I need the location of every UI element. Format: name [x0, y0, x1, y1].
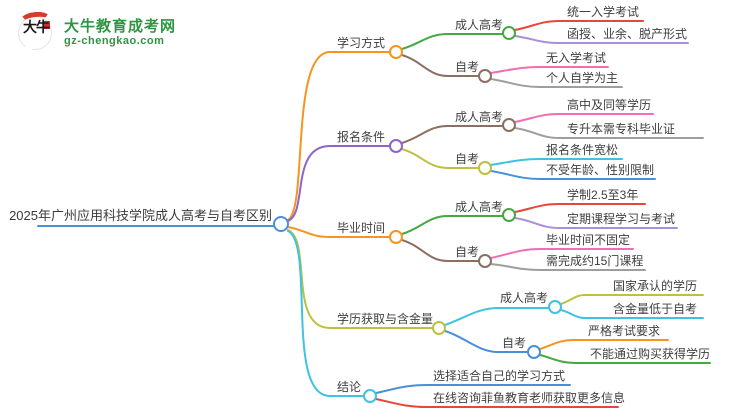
child-registration-zikao: 自考: [455, 152, 480, 166]
node-degree-chengkao: [548, 300, 562, 314]
edge-leaf-no-age-gender-limit: [490, 170, 656, 180]
leaf-learning-forms: 函授、业余、脱产形式: [567, 27, 688, 41]
node-study-zikao: [478, 69, 492, 83]
leaf-regular-courses-exams: 定期课程学习与考试: [567, 212, 676, 226]
leaf-choose-suitable-method: 选择适合自己的学习方式: [433, 369, 566, 383]
edge-leaf-state-recognized: [560, 294, 704, 305]
edge-root-registration: [287, 145, 331, 222]
edge-graduation-chengkao: [401, 215, 503, 235]
site-url: gz-chengkao.com: [64, 35, 165, 47]
leaf-program-length: 学制2.5至3年: [567, 188, 639, 202]
edge-degree-zikao: [444, 330, 529, 353]
edge-study-chengkao: [401, 33, 503, 50]
node-degree-value: [432, 321, 446, 335]
edge-degree-chengkao: [444, 307, 549, 326]
edge-leaf-no-purchase-degree: [539, 354, 711, 364]
site-title: 大牛教育成考网: [64, 18, 177, 35]
node-graduation-zikao: [478, 254, 492, 268]
edge-study-zikao: [401, 54, 479, 77]
child-study-zikao: 自考: [455, 60, 480, 74]
edge-leaf-relaxed-conditions: [490, 158, 623, 166]
edge-leaf-highschool-equivalent: [514, 113, 654, 123]
edge-leaf-online-consult: [375, 398, 619, 408]
leaf-online-consult: 在线咨询菲鱼教育老师获取更多信息: [433, 391, 626, 405]
node-conclusion: [363, 389, 377, 403]
edge-registration-zikao: [401, 148, 479, 169]
node-registration-chengkao: [502, 118, 516, 132]
leaf-college-diploma-required: 专升本需专科毕业证: [567, 122, 676, 136]
edge-leaf-15-courses: [490, 263, 646, 271]
logo-bull-icon: 大牛: [18, 10, 56, 56]
leaf-no-age-gender-limit: 不受年龄、性别限制: [546, 163, 655, 177]
logo-badge-text: 大牛: [23, 21, 50, 36]
node-degree-zikao: [527, 345, 541, 359]
branch-study-method: 学习方式: [337, 36, 386, 50]
node-study-chengkao: [502, 26, 516, 40]
edge-leaf-unified-entrance-exam: [514, 20, 644, 31]
leaf-self-study: 个人自学为主: [546, 71, 619, 85]
edge-leaf-strict-exams: [539, 339, 669, 350]
child-graduation-chengkao: 成人高考: [455, 200, 504, 214]
node-registration-zikao: [478, 161, 492, 175]
branch-graduation-time: 毕业时间: [337, 221, 386, 235]
edge-leaf-learning-forms: [514, 35, 689, 44]
branch-registration-conditions: 报名条件: [337, 130, 386, 144]
branch-conclusion: 结论: [337, 380, 362, 394]
leaf-unified-entrance-exam: 统一入学考试: [567, 5, 640, 19]
leaf-no-entrance-exam: 无入学考试: [546, 51, 607, 65]
node-graduation-chengkao: [502, 208, 516, 222]
leaf-strict-exams: 严格考试要求: [588, 324, 661, 338]
child-graduation-zikao: 自考: [455, 245, 480, 259]
edge-graduation-zikao: [401, 239, 479, 262]
node-study-method: [389, 45, 403, 59]
leaf-relaxed-conditions: 报名条件宽松: [546, 143, 619, 157]
leaf-highschool-equivalent: 高中及同等学历: [567, 98, 652, 112]
edge-leaf-flexible-graduation: [490, 248, 634, 259]
logo-seal-icon: [43, 21, 50, 29]
edge-leaf-college-diploma-required: [514, 127, 704, 139]
edge-root-conclusion: [287, 230, 331, 397]
leaf-flexible-graduation: 毕业时间不固定: [546, 233, 631, 247]
edge-leaf-lower-value: [560, 309, 704, 319]
child-study-chengkao: 成人高考: [455, 18, 504, 32]
leaf-lower-value: 含金量低于自考: [613, 302, 698, 316]
leaf-state-recognized: 国家承认的学历: [613, 279, 698, 293]
edge-root-graduation-time: [287, 226, 331, 238]
edge-root-study-method: [287, 51, 331, 221]
edge-leaf-program-length: [514, 203, 646, 213]
node-graduation-time: [389, 230, 403, 244]
node-registration: [389, 139, 403, 153]
edge-leaf-regular-courses: [514, 217, 678, 229]
edge-leaf-self-study: [490, 78, 623, 88]
branch-degree-value: 学历获取与含金量: [337, 312, 434, 326]
node-root: [273, 216, 289, 232]
site-logo: 大牛 大牛教育成考网 gz-chengkao.com: [18, 10, 177, 56]
edge-leaf-no-entrance-exam: [490, 66, 609, 74]
leaf-no-purchase-degree: 不能通过购买获得学历: [590, 347, 711, 361]
child-degree-zikao: 自考: [502, 336, 527, 350]
edge-registration-chengkao: [401, 125, 503, 144]
leaf-15-courses: 需完成约15门课程: [546, 254, 644, 268]
root-topic-label: 2025年广州应用科技学院成人高考与自考区别: [9, 208, 272, 223]
child-registration-chengkao: 成人高考: [455, 110, 504, 124]
edge-root-degree-value: [287, 229, 331, 329]
child-degree-chengkao: 成人高考: [500, 291, 549, 305]
edge-leaf-choose-method: [375, 384, 571, 394]
